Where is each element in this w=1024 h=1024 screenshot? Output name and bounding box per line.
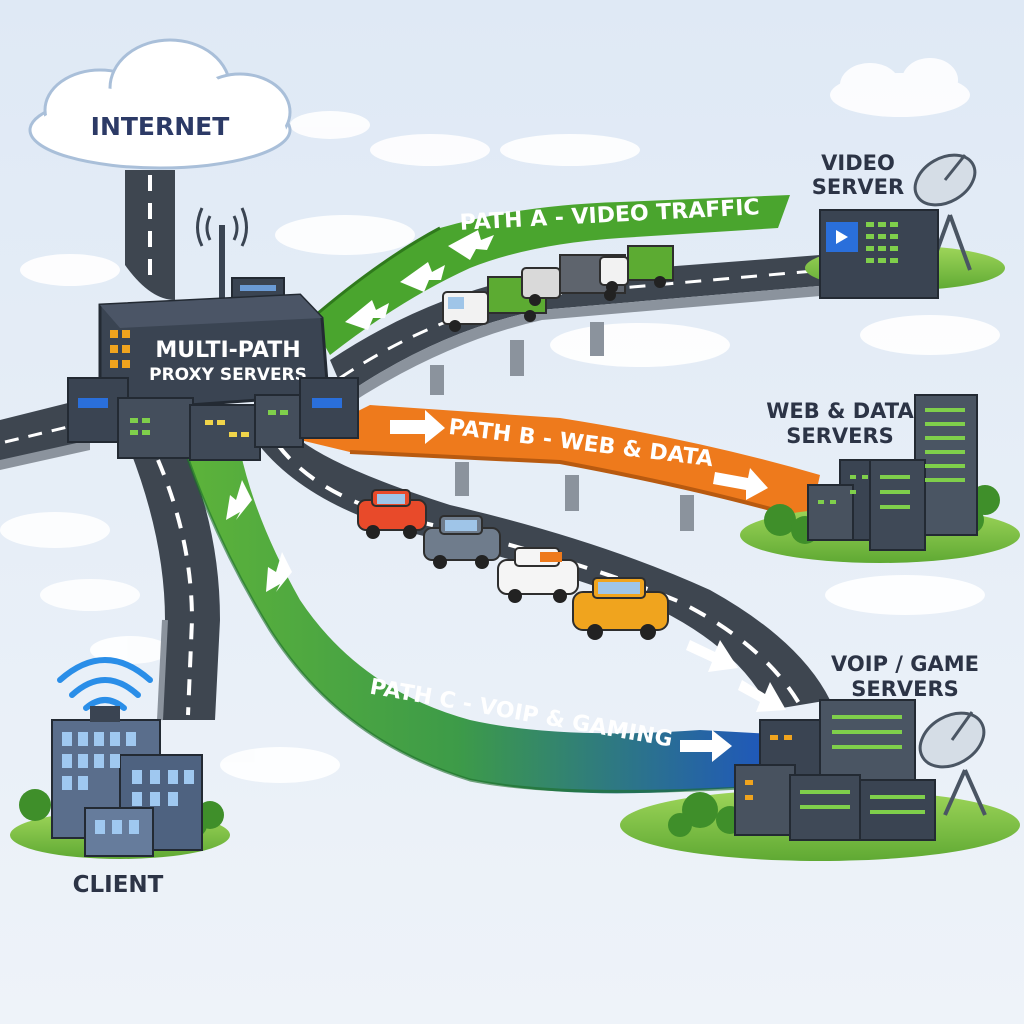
proxy-label-line1: MULTI-PATH xyxy=(155,338,300,363)
server-rack-icon xyxy=(807,484,854,541)
web-servers-label-line1: WEB & DATA xyxy=(766,399,914,423)
car-icon xyxy=(357,489,427,539)
truck-icon xyxy=(599,245,674,293)
voip-servers-label-line1: VOIP / GAME xyxy=(831,652,979,676)
satellite-dish-icon xyxy=(918,711,987,816)
antenna-icon xyxy=(196,207,248,300)
server-rack-icon xyxy=(734,764,796,836)
path-a-arrows xyxy=(345,230,494,330)
proxy-servers-building: MULTI-PATH PROXY SERVERS xyxy=(67,207,359,461)
client-label: CLIENT xyxy=(73,872,164,898)
video-server-label-line1: VIDEO xyxy=(821,151,895,175)
path-c-arrows xyxy=(226,480,732,762)
video-server: VIDEO SERVER xyxy=(805,151,1005,299)
wifi-icon xyxy=(57,657,153,711)
internet-label: INTERNET xyxy=(91,112,230,141)
proxy-label-line2: PROXY SERVERS xyxy=(149,365,307,385)
path-c-ribbon xyxy=(185,450,790,794)
voip-game-servers: VOIP / GAME SERVERS xyxy=(620,652,1020,861)
web-servers-label-line2: SERVERS xyxy=(786,424,894,448)
server-rack-icon xyxy=(189,404,261,461)
path-b-pillars xyxy=(455,462,694,531)
satellite-dish-icon xyxy=(913,153,977,271)
path-b-arrows xyxy=(390,410,768,500)
path-a: PATH A - VIDEO TRAFFIC xyxy=(309,195,832,405)
car-icon xyxy=(423,515,501,569)
client-road xyxy=(130,450,220,720)
video-server-label-line2: SERVER xyxy=(812,175,904,199)
car-icon xyxy=(497,547,579,603)
server-rack-icon xyxy=(254,394,304,448)
server-rack-icon xyxy=(117,397,194,459)
path-a-highway xyxy=(330,255,830,395)
path-c: PATH C - VOIP & GAMING xyxy=(183,449,791,794)
cloud-icon xyxy=(28,38,292,170)
path-b-road-arrows xyxy=(686,640,786,712)
client-building: CLIENT xyxy=(10,657,230,898)
left-roads xyxy=(0,400,220,721)
internet-cloud: INTERNET xyxy=(28,38,292,300)
path-a-pillars xyxy=(430,322,604,395)
server-rack-icon xyxy=(819,699,916,786)
car-icon xyxy=(572,577,669,640)
voip-servers-label-line2: SERVERS xyxy=(851,677,959,701)
web-data-servers: WEB & DATA SERVERS xyxy=(740,394,1020,563)
